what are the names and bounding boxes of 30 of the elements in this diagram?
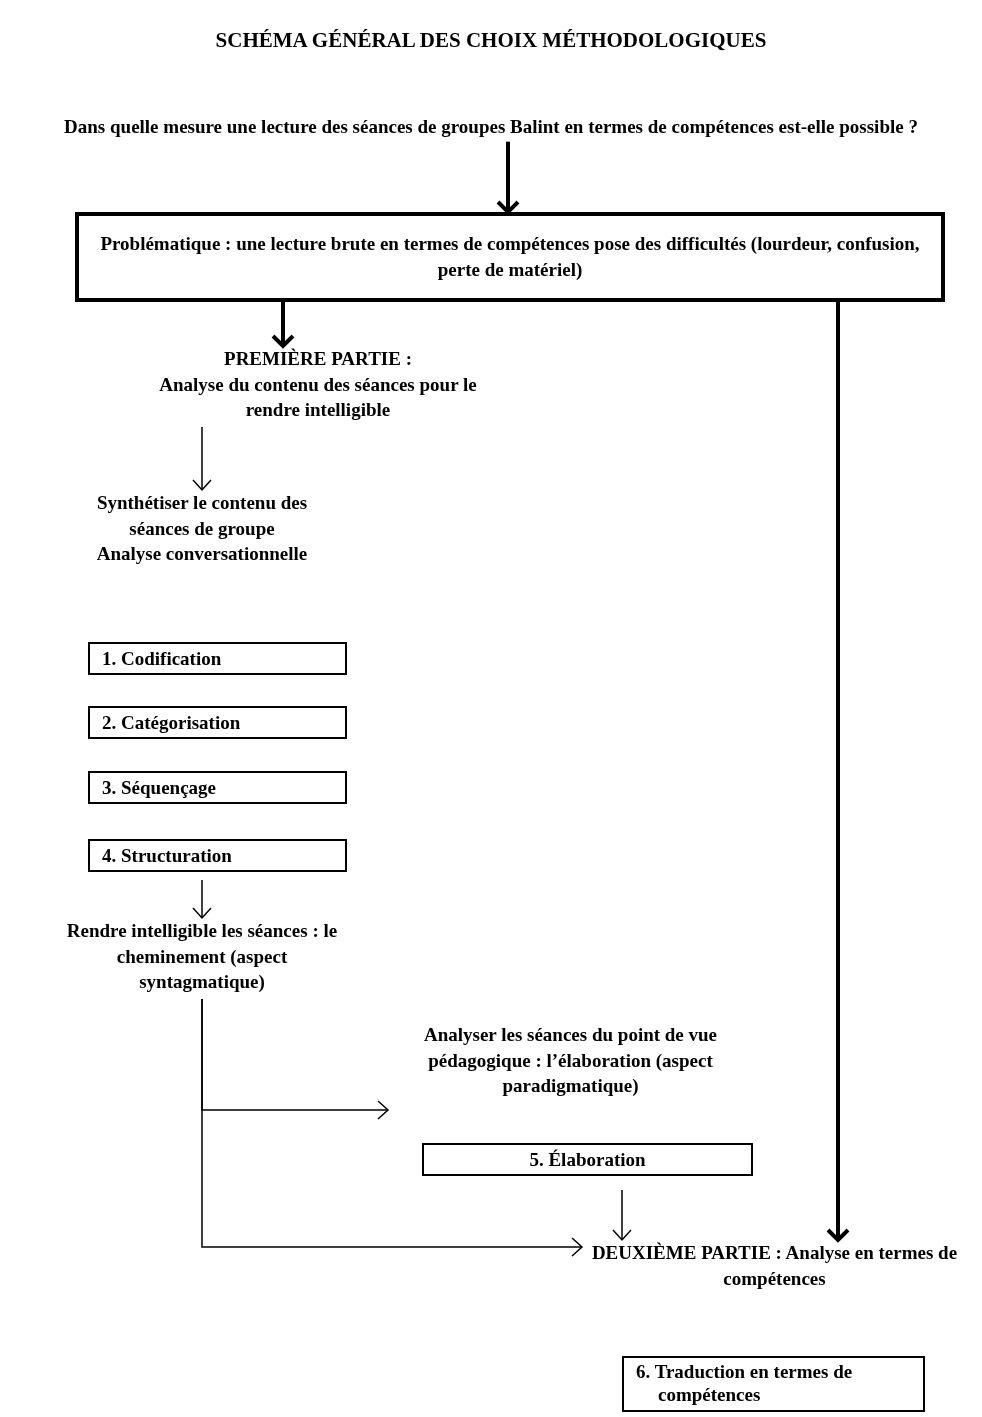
box-label: 2. Catégorisation [102,710,242,735]
node-text: Analyse conversationnelle [95,542,309,567]
node-text: Rendre intelligible les séances : le cheminement (aspect syntagmatique) [65,919,339,995]
box-label: 6. Traduction en termes de compétences [636,1361,854,1407]
process-box [88,839,347,872]
node-text: Analyse du contenu des séances pour le rendre intelligible [158,372,478,423]
section-heading: PREMIÈRE PARTIE : [223,347,413,371]
arrow [826,302,850,1242]
arrow [612,1189,632,1241]
process-box [622,1356,925,1412]
problem-box [75,212,945,302]
arrow [192,879,212,919]
box-label: 4. Structuration [102,843,233,868]
box-label: 5. Élaboration [528,1147,647,1172]
arrow [192,426,212,491]
section-heading: Synthétiser le contenu des séances de groupe [95,491,309,541]
process-box [88,706,347,739]
process-box [88,642,347,675]
box-label: 3. Séquençage [102,775,217,800]
box-label: 1. Codification [102,646,223,671]
node-text: Dans quelle mesure une lecture des séances de groupes Balint en termes de compétences est-elle possible ? [63,115,919,139]
process-box [88,771,347,804]
arrow [201,998,583,1257]
box-label: Problématique : une lecture brute en termes de compétences pose des difficultés (lourdeur, confusion, perte de matériel) [99,232,921,282]
process-box [422,1143,753,1176]
diagram-title: SCHÉMA GÉNÉRAL DES CHOIX MÉTHODOLOGIQUES [214,28,768,53]
node-text: DEUXIÈME PARTIE : Analyse en termes de compétences [590,1241,959,1291]
arrow [496,141,520,214]
arrow [271,302,295,348]
node-text: Analyser les séances du point de vue pédagogique : l’élaboration (aspect paradigmatique) [422,1023,719,1099]
